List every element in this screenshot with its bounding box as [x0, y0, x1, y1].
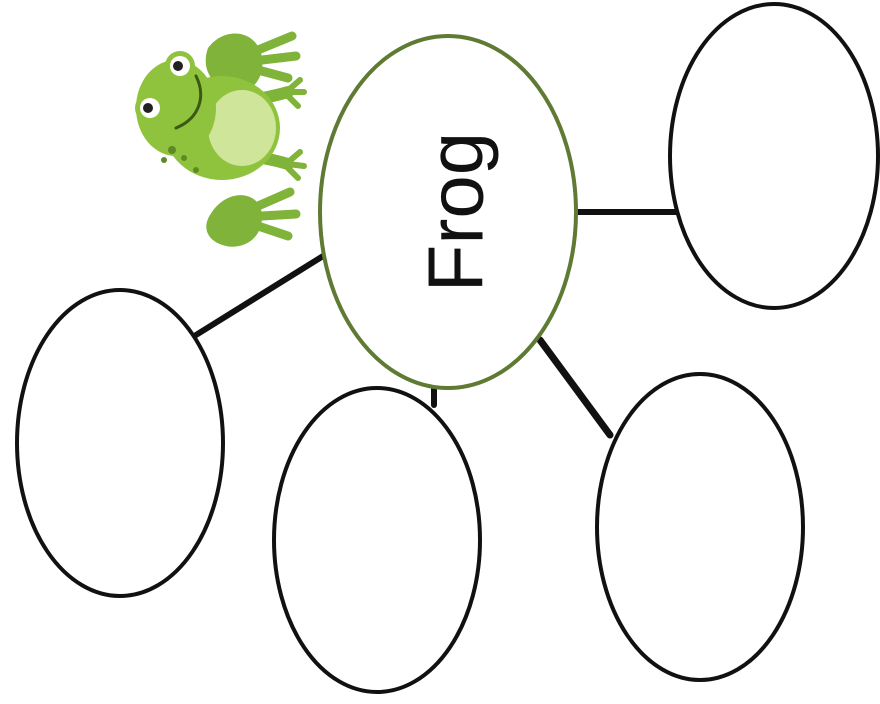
bubble-bottom-middle	[274, 388, 480, 692]
connector-bottom-right	[540, 340, 610, 435]
bubble-bottom-right	[597, 374, 803, 680]
center-label: Frog	[412, 132, 500, 292]
bubble-top-right	[670, 4, 878, 308]
bubble-left	[17, 290, 223, 596]
frog-icon	[135, 33, 304, 246]
connector-left	[196, 248, 336, 335]
